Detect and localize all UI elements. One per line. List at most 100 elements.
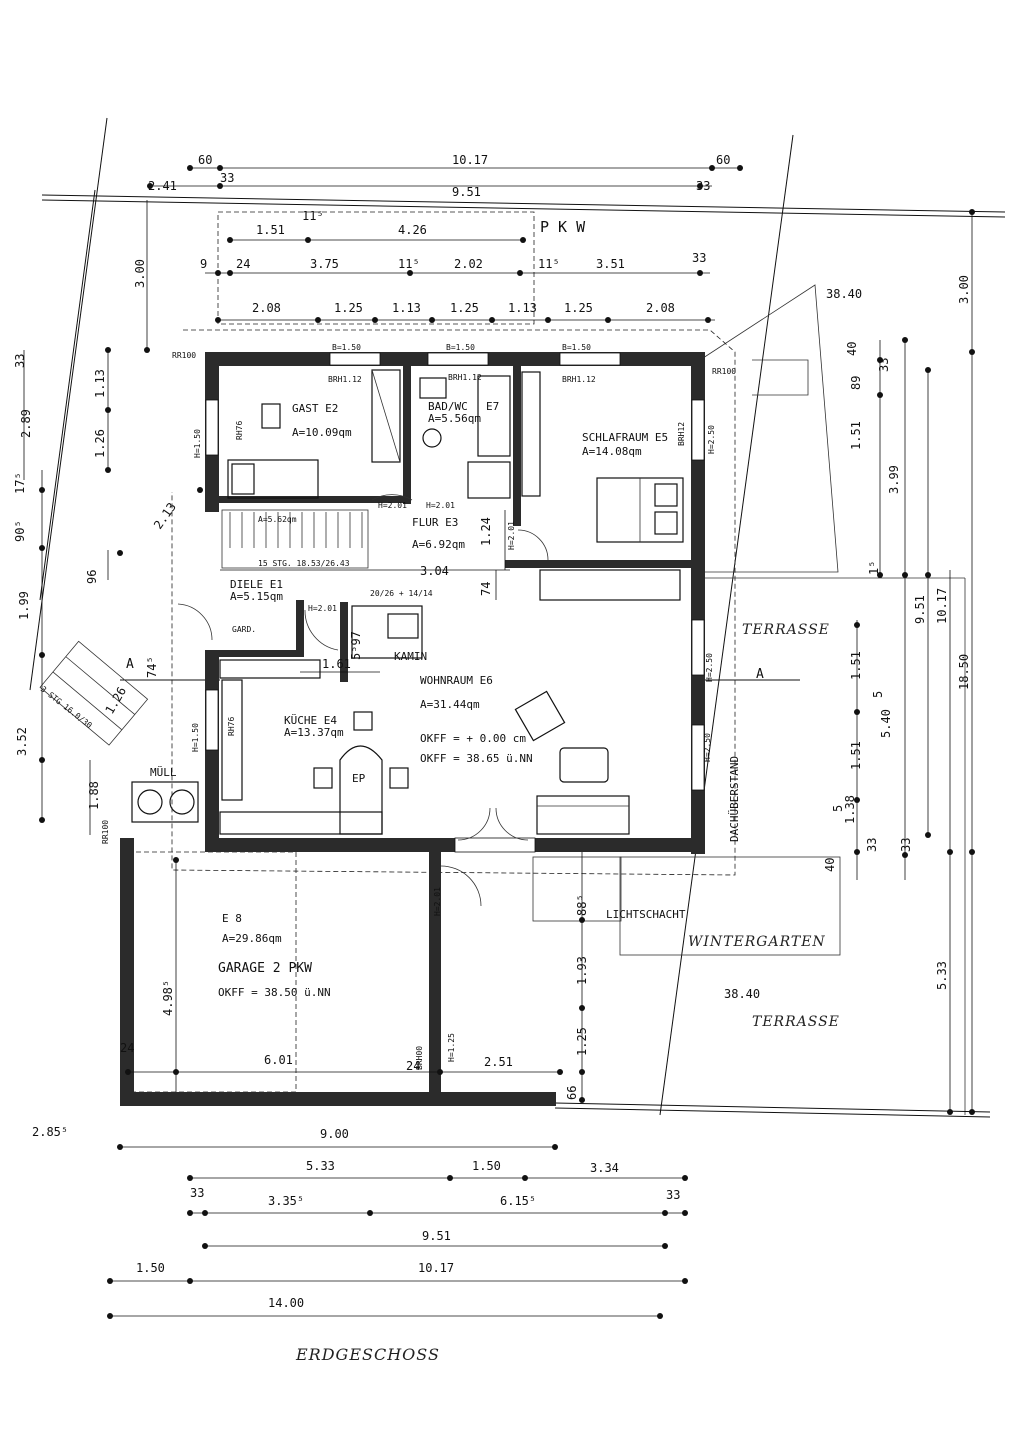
label-b150: B=1.50 <box>332 343 361 352</box>
dim-text: 40 <box>823 858 837 872</box>
dim-text: 11⁵ <box>398 257 420 271</box>
room-id-garage: E 8 <box>222 912 242 925</box>
dim-text: 18.50 <box>957 654 971 690</box>
label-rr100: RR100 <box>712 367 736 376</box>
top-dimensions: 60 10.17 60 2.41 33 9.51 33 1.51 11⁵ 4.2… <box>148 153 730 315</box>
dim-text: 74⁵ <box>145 656 159 678</box>
dim-text: 3.00 <box>133 259 147 288</box>
label-b150: B=1.50 <box>562 343 591 352</box>
dim-text: 2.51 <box>484 1055 513 1069</box>
label-h150: H=1.50 <box>191 723 200 752</box>
room-name-schlaf: SCHLAFRAUM E5 <box>582 431 668 444</box>
label-brh00: BRH00 <box>415 1046 424 1070</box>
dim-text: 33 <box>877 358 891 372</box>
dim-text: 1.24 <box>479 517 493 546</box>
dimension-dots <box>39 165 975 1319</box>
bottom-dimensions: 2.85⁵ 9.00 5.33 1.50 3.34 33 3.35⁵ 6.15⁵… <box>32 1125 680 1310</box>
dimension-lines <box>23 167 973 1317</box>
dim-text: 88⁵ <box>575 894 589 916</box>
dim-text: 1.25 <box>564 301 593 315</box>
dim-text: 10.17 <box>452 153 488 167</box>
handwritten-annotations: TERRASSE TERRASSE WINTERGARTEN ERDGESCHO… <box>295 622 839 1364</box>
dim-text: 33 <box>899 838 913 852</box>
label-h201: H=2.01 <box>426 501 455 510</box>
dim-text: 2.85⁵ <box>32 1125 68 1139</box>
label-h201: H=2.01 <box>378 501 407 510</box>
dim-text: 2.08 <box>646 301 675 315</box>
dim-text: 5 <box>871 691 885 698</box>
section-marker-right: A <box>756 667 764 682</box>
technical-labels: RR100 RR100 RR100 BRH1.12 BRH1.12 BRH1.1… <box>101 343 764 1070</box>
level-text: 38.40 <box>826 287 862 301</box>
furniture <box>39 369 841 956</box>
stair-ratio: 20/26 + 14/14 <box>370 589 433 598</box>
stair-label: 15 STG. 18.53/26.43 <box>258 559 350 568</box>
dim-text: 2.02 <box>454 257 483 271</box>
label-rr100: RR100 <box>172 351 196 360</box>
dim-text: 24 <box>120 1041 134 1055</box>
dim-text: 6.15⁵ <box>500 1194 536 1208</box>
dim-text: 14.00 <box>268 1296 304 1310</box>
dim-text: 1.99 <box>17 591 31 620</box>
dim-text: 66 <box>565 1086 579 1100</box>
room-area-schlaf: A=14.08qm <box>582 445 642 458</box>
dim-text: 10.17 <box>935 588 949 624</box>
dim-text: 3.35⁵ <box>268 1194 304 1208</box>
dim-text: 24 <box>406 1059 420 1073</box>
room-okff-garage: OKFF = 38.50 ü.NN <box>218 986 331 999</box>
windows <box>205 352 705 853</box>
room-area-kueche: A=13.37qm <box>284 726 344 739</box>
dim-text: 74 <box>479 582 493 596</box>
dim-text: 5 <box>831 805 845 812</box>
label-brh: BRH1.12 <box>562 375 596 384</box>
room-okff-wohn-nn: OKFF = 38.65 ü.NN <box>420 752 533 765</box>
dim-text: 5.33 <box>935 961 949 990</box>
dim-text: 33 <box>865 838 879 852</box>
room-name-flur: FLUR E3 <box>412 516 458 529</box>
dim-text: 9.51 <box>452 185 481 199</box>
label-h250: H=2.50 <box>705 653 714 682</box>
dim-text: 1.38 <box>843 795 857 824</box>
dim-text: 9 <box>200 257 207 271</box>
dim-text: 1.61 <box>322 657 351 671</box>
dim-text: 4.98⁵ <box>161 980 175 1016</box>
pkw-label: P K W <box>540 218 586 236</box>
dim-text: 96 <box>85 570 99 584</box>
dim-text: 2.08 <box>252 301 281 315</box>
room-name-bad: BAD/WC <box>428 400 468 413</box>
dim-text: 33 <box>220 171 234 185</box>
right-dimensions: 3.00 38.40 40 33 89 1.51 3.99 1⁵ 9.51 10… <box>724 275 971 1001</box>
section-marker-left: A <box>126 657 134 672</box>
dim-text: 33 <box>13 354 27 368</box>
dim-text: 1.13 <box>93 369 107 398</box>
floor-title: ERDGESCHOSS <box>295 1345 440 1364</box>
dim-text: 3.52 <box>15 727 29 756</box>
stair-area: A=5.62qm <box>258 515 297 524</box>
dim-text: 33 <box>190 1186 204 1200</box>
room-area-wohn: A=31.44qm <box>420 698 480 711</box>
label-brh: BRH1.12 <box>328 375 362 384</box>
dim-text: 3.51 <box>596 257 625 271</box>
room-name-kueche: KÜCHE E4 <box>284 714 337 727</box>
left-dimensions: 3.00 33 1.13 1.26 2.89 17⁵ 90⁵ 2.13 96 1… <box>13 259 179 810</box>
dim-text: 1.13 <box>508 301 537 315</box>
label-h201: H=2.01 <box>433 887 442 916</box>
lichtschacht-label: LICHTSCHACHT <box>606 908 686 921</box>
dim-text: 11⁵ <box>302 209 324 223</box>
room-labels: GAST E2 A=10.09qm BAD/WC A=5.56qm E7 SCH… <box>39 400 741 999</box>
terrasse-label: TERRASSE <box>742 622 830 638</box>
room-area-bad: A=5.56qm <box>428 412 481 425</box>
dim-text: 1.26 <box>102 684 129 716</box>
label-h201: H=2.01 <box>507 521 516 550</box>
room-name-garage: GARAGE 2 PKW <box>218 961 312 976</box>
dim-text: 1.25 <box>334 301 363 315</box>
dim-text: 1.26 <box>93 429 107 458</box>
dim-text: 89 <box>849 376 863 390</box>
wintergarten-label: WINTERGARTEN <box>688 934 826 950</box>
kamin-label: KAMIN <box>394 650 427 663</box>
dim-text: 90⁵ <box>13 520 27 542</box>
dim-text: 40 <box>845 342 859 356</box>
label-rh76: RH76 <box>227 717 236 736</box>
room-area-flur: A=6.92qm <box>412 538 465 551</box>
